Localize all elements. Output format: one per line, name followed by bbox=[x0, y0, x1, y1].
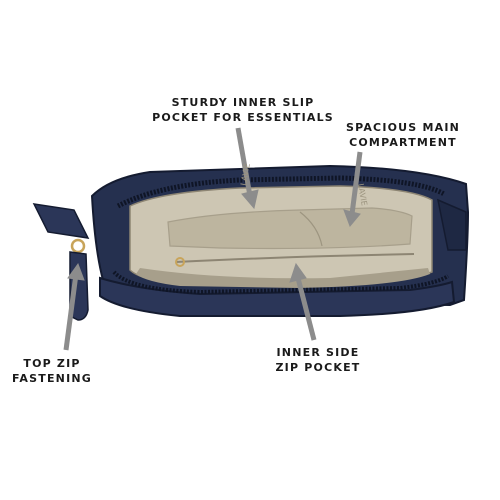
callout-line: INNER SIDE bbox=[276, 346, 360, 359]
side-zip-pocket-line bbox=[175, 253, 415, 263]
lining-shadow bbox=[136, 268, 430, 288]
arrow-slip-pocket bbox=[235, 127, 253, 197]
callout-line: ZIP POCKET bbox=[275, 361, 361, 374]
callout-arrows bbox=[63, 127, 363, 351]
callout-slip-pocket: STURDY INNER SLIP POCKET FOR ESSENTIALS bbox=[148, 95, 338, 125]
inner-zip-ring bbox=[175, 257, 185, 267]
slip-pocket-fold bbox=[299, 211, 323, 247]
bag-front-panel bbox=[99, 276, 456, 317]
callout-main-compartment: SPACIOUS MAIN COMPARTMENT bbox=[338, 120, 468, 150]
callout-top-zip: TOP ZIP FASTENING bbox=[0, 356, 104, 386]
callout-line: POCKET FOR ESSENTIALS bbox=[152, 111, 334, 124]
arrow-main-compartment-head bbox=[343, 209, 361, 227]
bag-side-gusset bbox=[436, 198, 467, 251]
top-zipper-track bbox=[116, 175, 446, 209]
arrow-slip-pocket-head bbox=[241, 189, 259, 210]
arrow-side-zip-pocket-head bbox=[289, 262, 307, 283]
callout-line: FASTENING bbox=[11, 372, 93, 385]
handbag bbox=[32, 164, 470, 321]
arrow-side-zip-pocket bbox=[295, 277, 317, 341]
callout-side-zip-pocket: INNER SIDE ZIP POCKET bbox=[258, 345, 378, 375]
bottom-zipper-track bbox=[112, 270, 450, 295]
callout-line: STURDY INNER SLIP bbox=[171, 96, 315, 109]
callout-line: SPACIOUS MAIN bbox=[345, 121, 461, 134]
callout-line: TOP ZIP bbox=[23, 357, 81, 370]
arrow-main-compartment bbox=[349, 151, 363, 215]
zipper-pull bbox=[32, 203, 90, 321]
callout-line: COMPARTMENT bbox=[349, 136, 457, 149]
arrow-top-zip-head bbox=[67, 262, 85, 281]
arrow-top-zip bbox=[63, 273, 79, 351]
